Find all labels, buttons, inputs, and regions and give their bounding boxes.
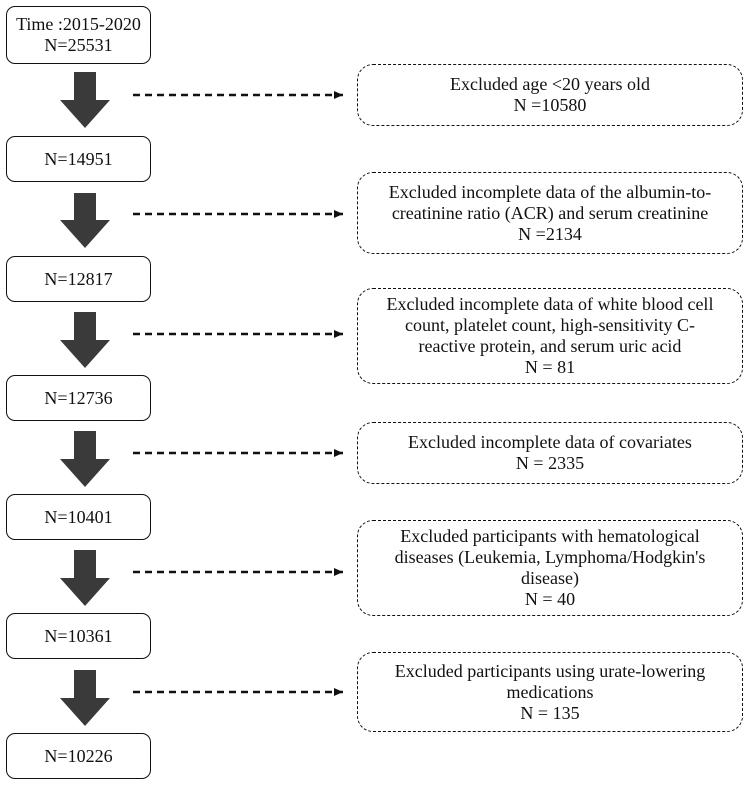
exclusion-line: N = 2335 [515, 453, 585, 473]
count-box-line: Time :2015-2020 [16, 14, 141, 34]
exclusion-box-covariates: Excluded incomplete data of covariates N… [357, 422, 743, 484]
exclusion-line: disease) [521, 568, 579, 588]
exclusion-line: Excluded incomplete data of covariates [408, 432, 692, 452]
exclusion-line: creatinine ratio (ACR) and serum creatin… [391, 202, 709, 223]
exclusion-line: N = 40 [524, 589, 576, 609]
count-box-step-0: Time :2015-2020 N=25531 [6, 6, 151, 64]
count-box-line: N=12736 [44, 387, 113, 408]
down-arrow-0 [60, 72, 110, 128]
exclusion-line: medications [506, 681, 594, 702]
count-box-line: N=10361 [44, 625, 113, 646]
count-box-line: N=10226 [44, 745, 113, 766]
exclusion-box-acr: Excluded incomplete data of the albumin-… [357, 172, 743, 254]
exclusion-line: N = 81 [524, 357, 576, 377]
count-box-line: N=12817 [44, 268, 113, 289]
exclusion-line: N =2134 [518, 223, 582, 244]
exclusion-line: count, platelet count, high-sensitivity … [405, 315, 695, 335]
exclusion-box-age: Excluded age <20 years old N =10580 [357, 64, 743, 126]
count-box-step-6: N=10226 [6, 733, 151, 779]
exclusion-line: Excluded age <20 years old [449, 74, 651, 94]
count-box-line: N=10401 [44, 506, 113, 527]
down-arrow-1 [60, 193, 110, 248]
exclusion-line: Excluded incomplete data of the albumin-… [388, 181, 712, 202]
count-box-step-1: N=14951 [6, 136, 151, 182]
count-box-step-5: N=10361 [6, 613, 151, 659]
down-arrow-2 [60, 312, 110, 368]
exclusion-box-hematological: Excluded participants with hematological… [357, 520, 743, 616]
down-arrow-4 [60, 550, 110, 606]
exclusion-line: Excluded participants using urate-loweri… [394, 660, 706, 681]
count-box-step-3: N=12736 [6, 375, 151, 421]
count-box-line: N=14951 [44, 148, 113, 169]
exclusion-line: Excluded incomplete data of white blood … [386, 294, 714, 314]
down-arrow-3 [60, 431, 110, 487]
exclusion-box-inflammation: Excluded incomplete data of white blood … [357, 288, 743, 384]
count-box-step-4: N=10401 [6, 494, 151, 540]
count-box-step-2: N=12817 [6, 256, 151, 302]
down-arrow-5 [60, 670, 110, 726]
exclusion-line: diseases (Leukemia, Lymphoma/Hodgkin's [394, 547, 706, 567]
exclusion-line: N = 135 [520, 702, 580, 723]
exclusion-box-urate: Excluded participants using urate-loweri… [357, 652, 743, 732]
exclusion-line: N =10580 [513, 95, 587, 115]
exclusion-line: Excluded participants with hematological [400, 526, 700, 546]
count-box-line: N=25531 [44, 35, 113, 55]
exclusion-line: reactive protein, and serum uric acid [418, 336, 682, 356]
